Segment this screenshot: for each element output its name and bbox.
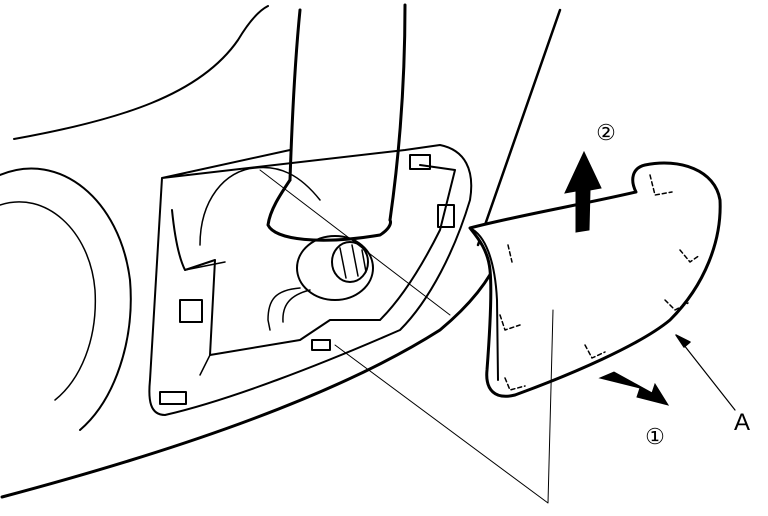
cover-clips <box>499 174 701 391</box>
housing-rim-curve <box>199 166 321 246</box>
leader-line-clip <box>334 309 554 504</box>
slot-right <box>437 204 455 228</box>
housing-inner <box>171 164 456 356</box>
slot-left-low <box>159 391 187 405</box>
upper-body-curve <box>13 5 269 140</box>
housing-outer <box>148 144 473 416</box>
bulb-socket-outer <box>296 235 374 301</box>
lower-body-edge <box>0 253 502 499</box>
slot-left-mid <box>179 299 203 323</box>
cover-panel-a <box>468 161 722 398</box>
upper-diagonal-edge <box>476 8 562 247</box>
label-step-2: ② <box>596 120 616 145</box>
arrow-right-step-1 <box>598 371 670 406</box>
cover-panel-edge <box>469 227 499 381</box>
bulb-wire <box>267 287 311 331</box>
pillar-right <box>388 3 407 222</box>
bulb-socket-ridges <box>339 244 367 279</box>
housing-ledge <box>184 261 226 376</box>
leader-arrowhead-a <box>675 334 691 348</box>
pillar-bottom <box>266 178 392 242</box>
bulb-socket-inner <box>331 241 369 283</box>
arrow-up-step-2 <box>564 150 602 233</box>
leader-line-a <box>679 339 736 411</box>
cover-seam-line <box>259 169 451 316</box>
label-part-a: A <box>734 409 750 436</box>
slot-bottom <box>311 339 331 351</box>
label-step-1: ① <box>645 424 665 449</box>
pillar-left <box>288 8 302 182</box>
slot-top-right <box>409 154 431 170</box>
left-round-panel-outer <box>0 167 132 431</box>
left-round-panel-inner <box>0 201 97 401</box>
